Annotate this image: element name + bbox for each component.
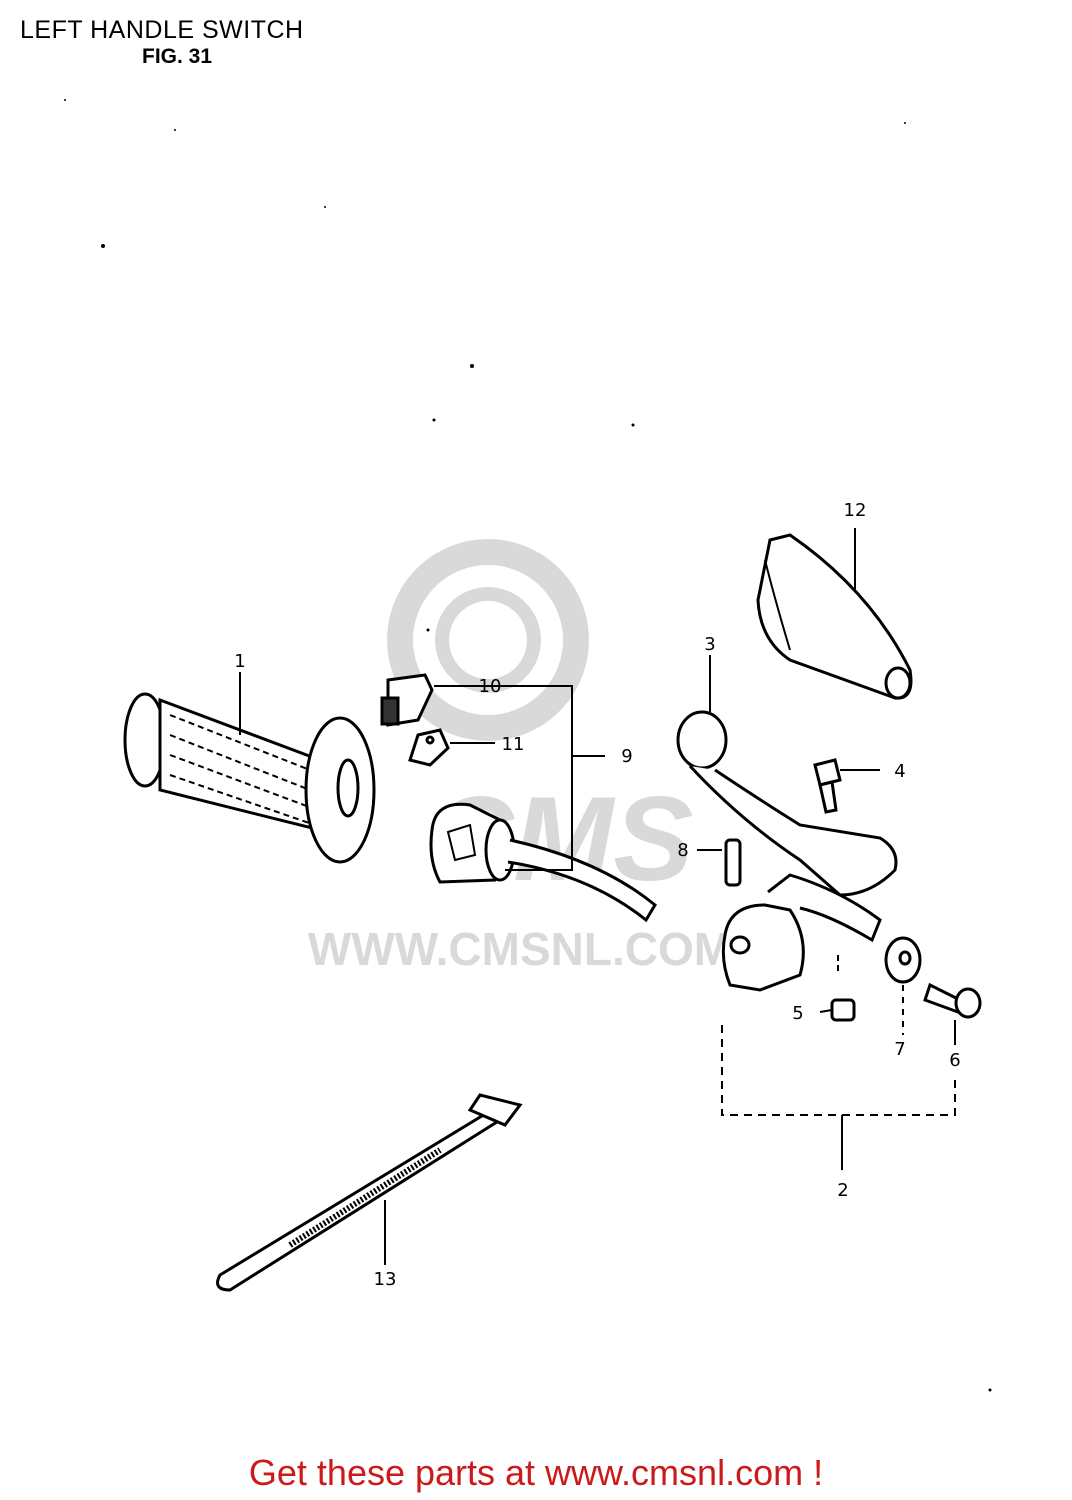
callout-4: 4 <box>894 761 905 782</box>
part-lever-cover <box>756 533 913 700</box>
diagram-title: LEFT HANDLE SWITCH <box>20 16 304 44</box>
part-nut <box>830 998 856 1022</box>
part-switch-knob <box>380 673 434 727</box>
callout-5: 5 <box>792 1003 803 1024</box>
watermark-logo-ring-icon <box>387 539 589 741</box>
callout-2: 2 <box>837 1180 848 1201</box>
callout-1: 1 <box>234 651 245 672</box>
part-switch-housing <box>429 802 657 923</box>
part-adjuster-bolt <box>923 982 982 1019</box>
part-clutch-lever <box>676 710 898 897</box>
part-contact-plate <box>408 728 450 767</box>
part-lever-holder <box>721 873 882 992</box>
callout-labels: 1 2 3 4 5 6 7 8 9 10 11 12 13 <box>234 500 960 1290</box>
callout-11: 11 <box>502 734 525 755</box>
callout-3: 3 <box>704 634 715 655</box>
leader-lines <box>239 528 956 1265</box>
part-pivot-bolt <box>813 758 842 814</box>
watermark: CMS WWW.CMSNL.COM <box>308 539 732 975</box>
part-cable-tie <box>216 1093 523 1292</box>
part-screw <box>724 838 742 887</box>
callout-13: 13 <box>374 1269 397 1290</box>
figure-number: FIG. 31 <box>142 45 213 68</box>
part-grip <box>123 692 376 864</box>
part-washer <box>884 936 922 984</box>
callout-8: 8 <box>677 840 688 861</box>
footer-link[interactable]: Get these parts at www.cmsnl.com ! <box>248 1452 824 1493</box>
callout-10: 10 <box>479 676 502 697</box>
paper-specks <box>64 99 992 1392</box>
callout-7: 7 <box>894 1039 905 1060</box>
callout-6: 6 <box>949 1050 960 1071</box>
watermark-url: WWW.CMSNL.COM <box>308 923 732 975</box>
callout-9: 9 <box>621 746 632 767</box>
callout-12: 12 <box>844 500 867 521</box>
watermark-logo-face-icon <box>435 587 541 693</box>
